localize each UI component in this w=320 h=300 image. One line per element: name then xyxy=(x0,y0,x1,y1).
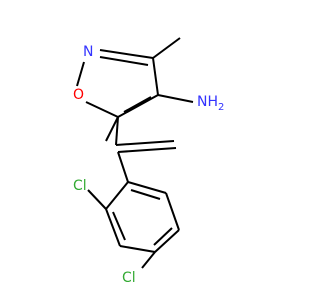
atom-label-cl-para: Cl xyxy=(122,270,136,286)
bond-c4-c5 xyxy=(117,94,159,118)
bond-n-c3-b xyxy=(99,56,149,66)
bond-c5-ca xyxy=(105,116,119,142)
bond-ar-2-3 xyxy=(105,208,121,247)
bond-n-o xyxy=(76,61,85,87)
bond-c3-methyl xyxy=(152,37,181,59)
bond-ca-cb xyxy=(117,147,177,153)
bond-ar-6-1-inner xyxy=(130,189,161,200)
bond-n-c3-a xyxy=(99,49,154,59)
bond-o-c5 xyxy=(85,101,119,118)
bond-ar-4-5 xyxy=(154,229,180,253)
atom-label-cl-ortho: Cl xyxy=(73,178,87,194)
bond-c4-cl xyxy=(141,251,156,269)
bond-ar-2-3-inner xyxy=(112,211,126,241)
bond-ar-3-4 xyxy=(119,245,156,253)
atom-label-nh2: NH2 xyxy=(197,94,224,113)
bond-ar-5-6 xyxy=(165,192,180,231)
bond-vinyl-aryl xyxy=(117,151,129,183)
atom-label-nh: NH xyxy=(197,94,218,110)
bond-c3-c4 xyxy=(152,57,159,96)
atom-label-nh2-sub: 2 xyxy=(218,102,224,113)
atom-label-o: O xyxy=(73,87,84,103)
bond-ca-cb-link xyxy=(115,116,119,146)
bond-ar-4-5-inner xyxy=(153,227,173,246)
bond-ar-6-1 xyxy=(127,181,167,194)
bond-ca-cb-inner xyxy=(115,140,175,146)
bond-c4-nh2 xyxy=(157,94,194,103)
bond-c2-cl xyxy=(87,189,107,210)
atom-label-n: N xyxy=(83,44,93,60)
structure-canvas: N O NH2 Cl Cl xyxy=(73,37,224,286)
bond-c4-c5-inner xyxy=(123,96,152,113)
bond-ar-1-2 xyxy=(105,181,129,210)
